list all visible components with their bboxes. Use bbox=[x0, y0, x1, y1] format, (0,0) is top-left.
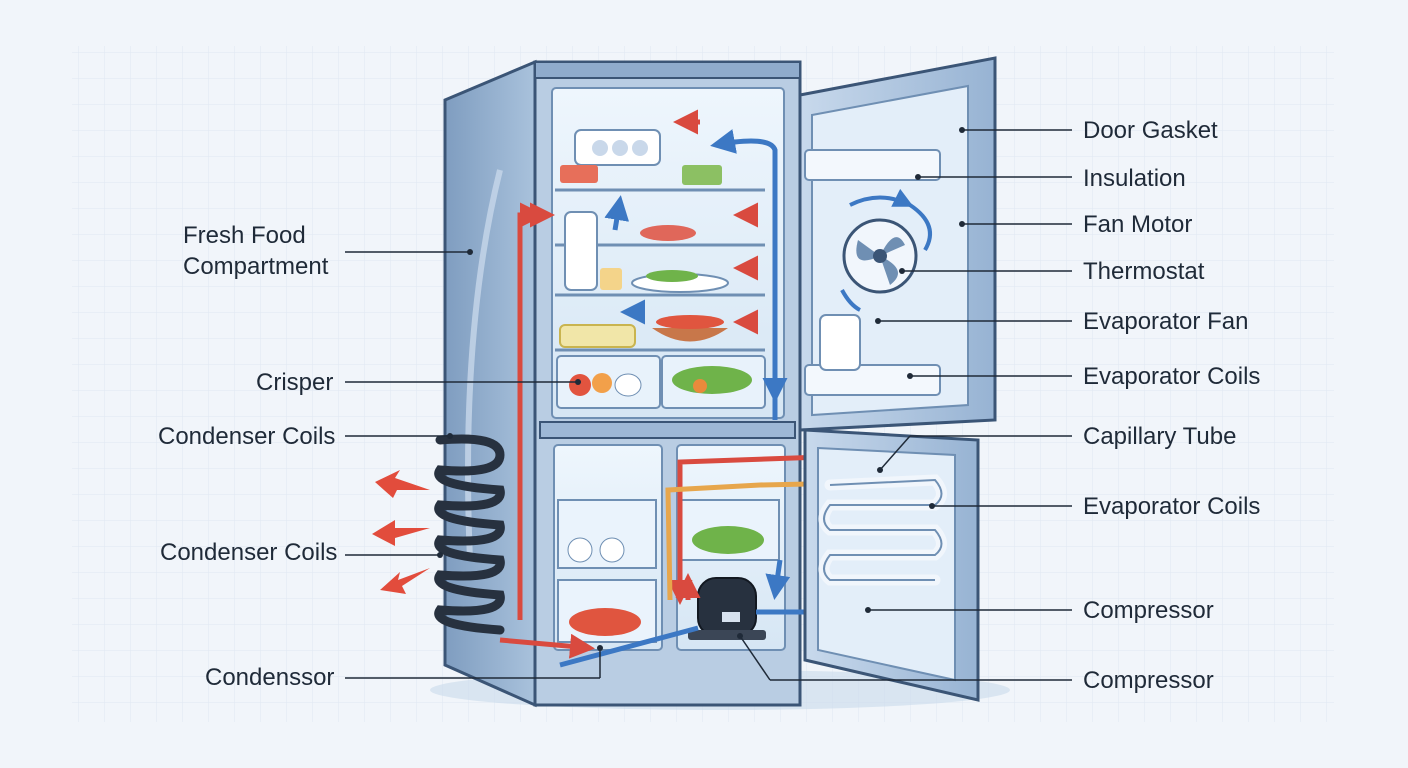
ceiling-fan-unit bbox=[574, 129, 661, 166]
door-shelf-top bbox=[804, 149, 941, 181]
label-fresh-food-line2: Compartment bbox=[183, 253, 329, 281]
cabinet-top bbox=[534, 61, 801, 79]
label-insulation: Insulation bbox=[1083, 165, 1186, 192]
evaporator-fan-graphic bbox=[842, 218, 918, 294]
airflow-arrows-blue bbox=[604, 195, 791, 600]
heat-exhaust-arrows bbox=[372, 470, 430, 594]
label-door-gasket: Door Gasket bbox=[1083, 117, 1218, 144]
lower-bin-items bbox=[567, 526, 764, 636]
door-milk-jug bbox=[819, 314, 861, 371]
label-capillary-tube: Capillary Tube bbox=[1083, 423, 1237, 450]
evaporator-coils-outline bbox=[823, 478, 943, 581]
hot-line-bottom bbox=[499, 633, 595, 659]
condenser-coils bbox=[434, 434, 505, 635]
label-fresh-food-compartment: Fresh Food Compartment bbox=[183, 220, 328, 282]
food-items bbox=[559, 165, 729, 348]
label-evaporator-coils-upper: Evaporator Coils bbox=[1083, 363, 1261, 390]
label-fresh-food-line1: Fresh Food bbox=[183, 222, 306, 249]
fresh-food-shelves bbox=[555, 188, 765, 352]
airflow-arrow-side bbox=[465, 169, 503, 561]
label-evaporator-coils-lower: Evaporator Coils bbox=[1083, 493, 1261, 520]
compressor-unit bbox=[688, 577, 766, 640]
door-shelf-bottom bbox=[804, 364, 941, 396]
leader-dots bbox=[437, 127, 965, 651]
label-thermostat: Thermostat bbox=[1083, 258, 1205, 285]
cold-line-bottom bbox=[559, 625, 699, 668]
leader-lines bbox=[345, 129, 1072, 681]
label-condenser-coils-lower: Condenser Coils bbox=[160, 539, 338, 566]
label-compressor-lower: Compressor bbox=[1083, 667, 1214, 694]
fan-airflow-arrows bbox=[840, 188, 932, 312]
label-evaporator-fan: Evaporator Fan bbox=[1083, 308, 1249, 335]
label-compressor-upper: Compressor bbox=[1083, 597, 1214, 624]
crisper-drawers bbox=[556, 355, 766, 409]
label-condenssor: Condenssor bbox=[205, 664, 335, 691]
compartment-divider bbox=[539, 421, 796, 439]
label-condenser-coils-upper: Condenser Coils bbox=[158, 423, 336, 450]
cold-line-top bbox=[710, 129, 778, 420]
label-fan-motor: Fan Motor bbox=[1083, 211, 1193, 238]
label-crisper: Crisper bbox=[256, 369, 334, 396]
